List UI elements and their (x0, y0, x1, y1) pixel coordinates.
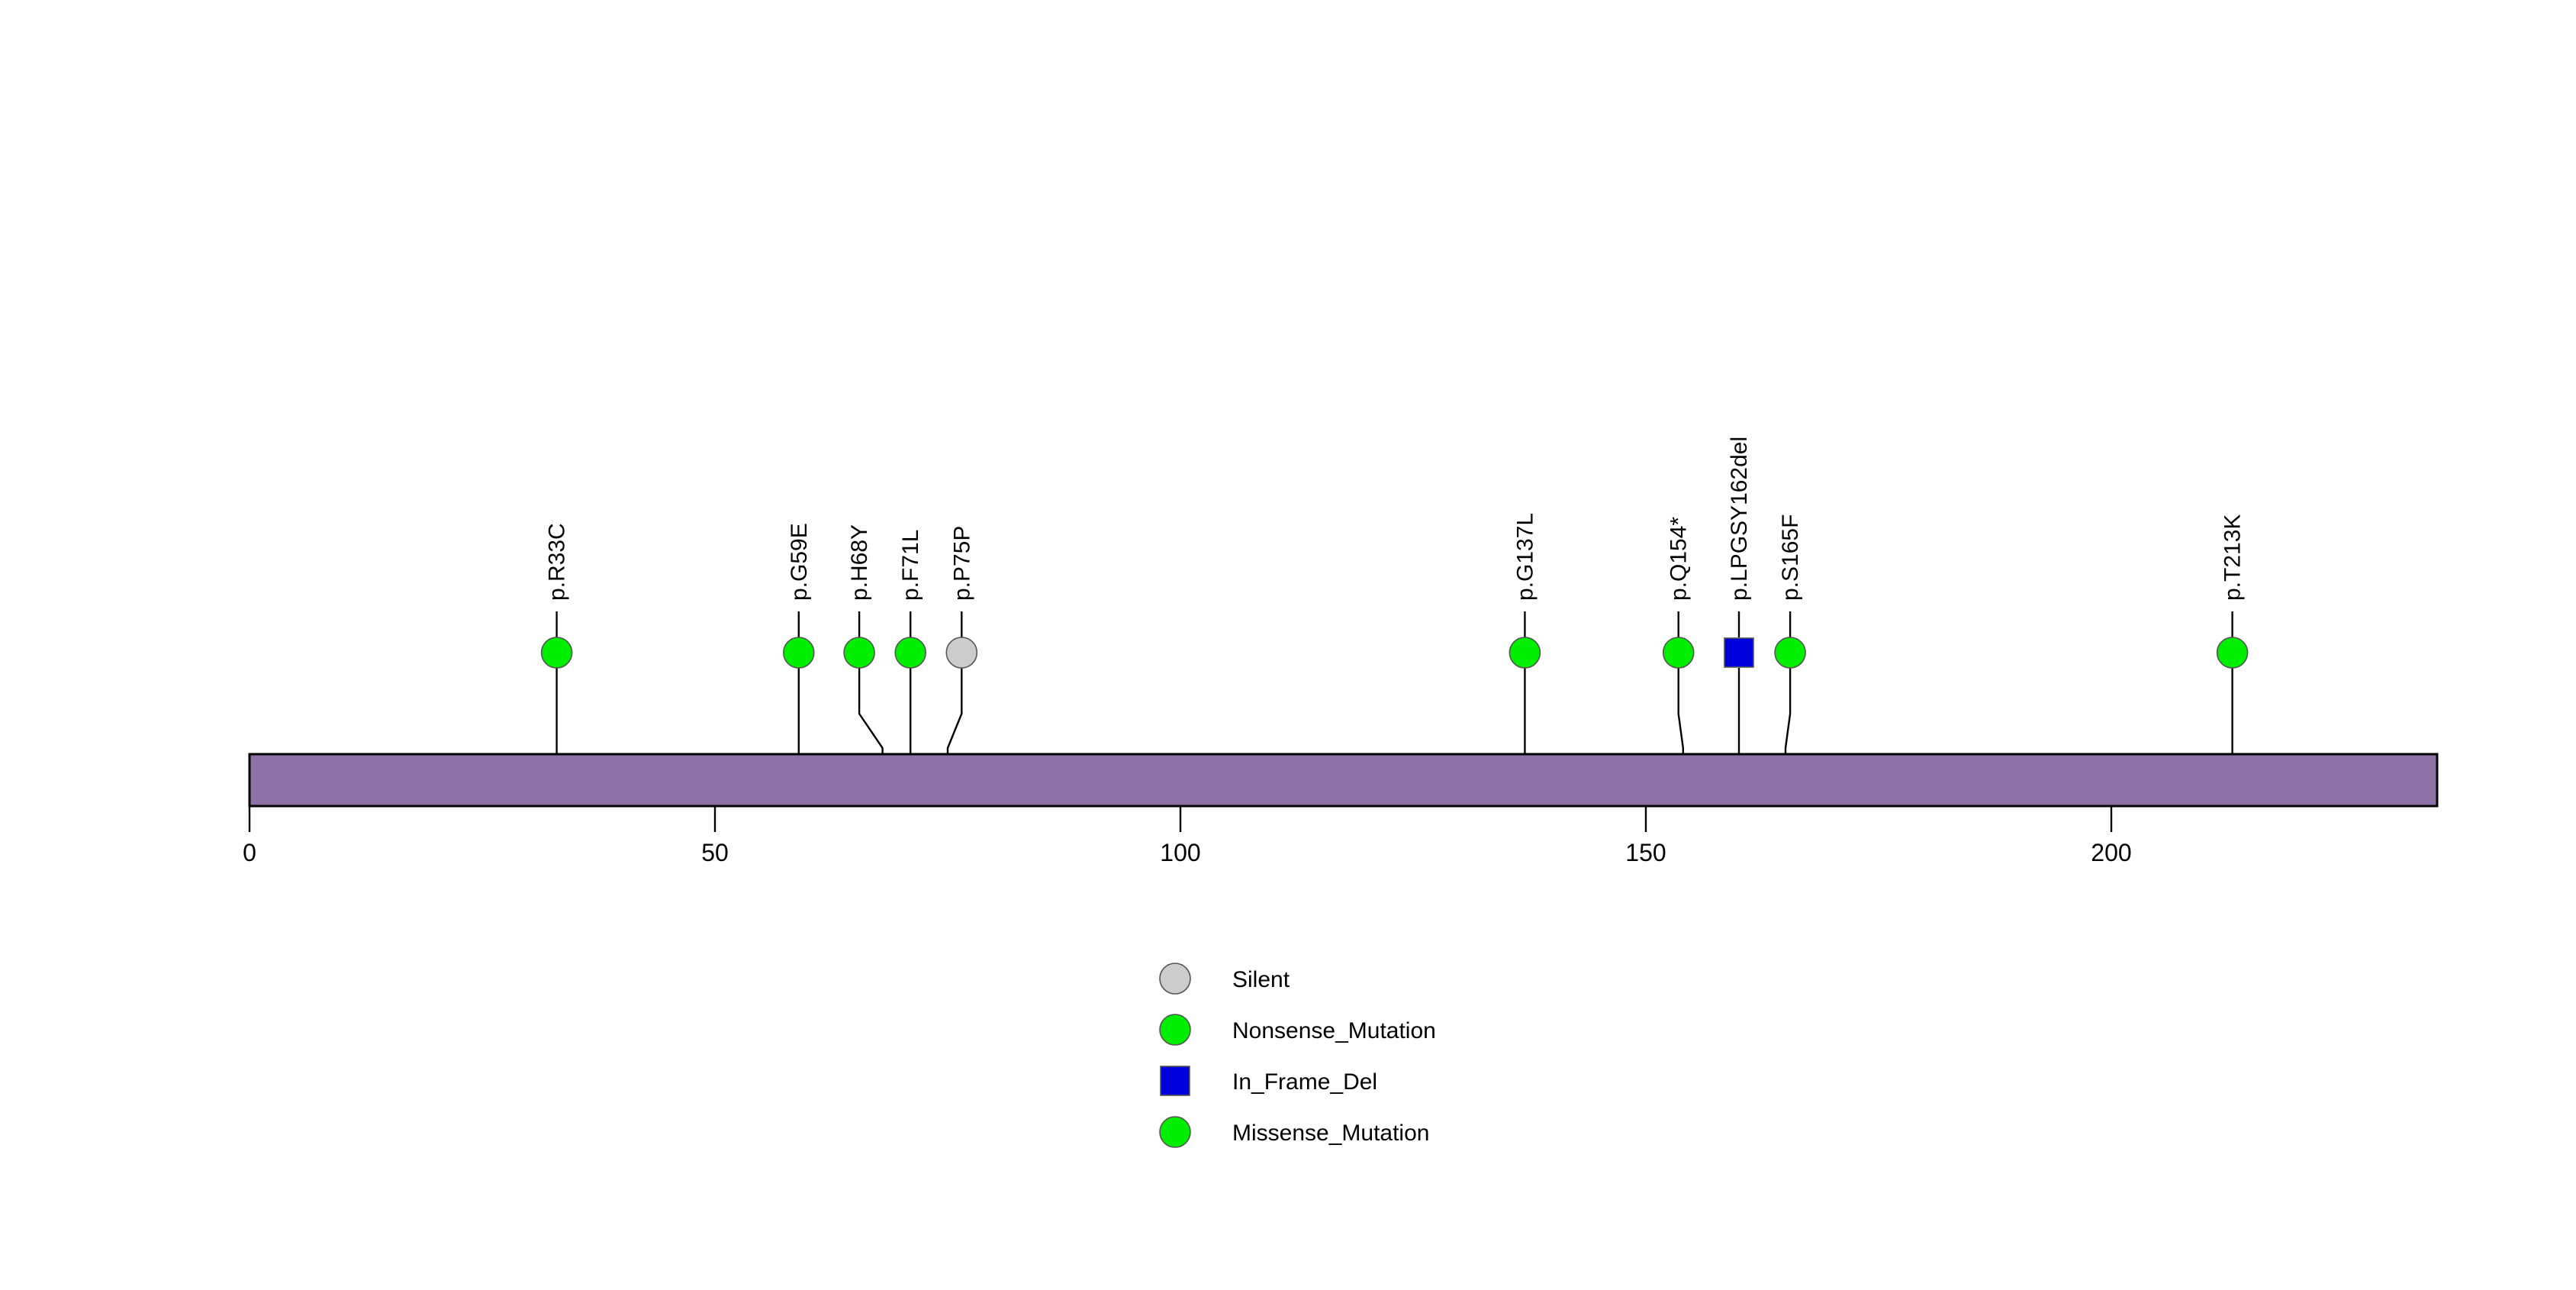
legend-group: SilentNonsense_MutationIn_Frame_DelMisse… (1159, 963, 1436, 1148)
mutation-label-pR33C: p.R33C (545, 523, 570, 601)
mutation-marker-pH68Y[interactable] (843, 637, 875, 669)
mutation-marker-pP75P[interactable] (945, 637, 978, 669)
mutation-marker-pLPGSY162del[interactable] (1724, 637, 1754, 668)
mutation-label-pT213K: p.T213K (2220, 514, 2246, 601)
legend-label-NonsenseMutation: Nonsense_Mutation (1232, 1018, 1436, 1043)
mutation-marker-pS165F[interactable] (1774, 637, 1806, 669)
protein-domain-bar-group (248, 753, 2439, 808)
mutation-marker-pG137L[interactable] (1509, 637, 1541, 669)
legend-label-Silent: Silent (1232, 967, 1290, 992)
axis-tick-label-0: 0 (243, 839, 256, 866)
mutation-marker-pT213K[interactable] (2216, 637, 2249, 669)
mutation-marker-pF71L[interactable] (894, 637, 926, 669)
mutation-label-pG137L: p.G137L (1512, 513, 1538, 601)
axis-tick-label-50: 50 (701, 839, 729, 866)
mutation-label-pH68Y: p.H68Y (847, 524, 872, 601)
mutation-marker-pG59E[interactable] (783, 637, 815, 669)
mutation-label-pLPGSY162del: p.LPGSY162del (1727, 437, 1752, 601)
protein-domain-bar (248, 753, 2439, 808)
mutation-marker-pQ154[interactable] (1662, 637, 1695, 669)
legend-swatch-MissenseMutation[interactable] (1159, 1116, 1191, 1148)
mutation-label-pG59E: p.G59E (787, 523, 812, 601)
axis-tick-label-150: 150 (1625, 839, 1666, 866)
legend-swatch-InFrameDel[interactable] (1160, 1066, 1190, 1096)
legend-label-InFrameDel: In_Frame_Del (1232, 1069, 1377, 1095)
axis-tick-label-100: 100 (1160, 839, 1200, 866)
mutation-label-pP75P: p.P75P (949, 526, 974, 601)
mutation-label-pS165F: p.S165F (1778, 514, 1803, 601)
mutation-labels-group: p.R33C p.G59E p.H68Y p.F71L p.P75P p.G137L p.Q… (545, 437, 2246, 601)
mutation-label-pQ154: p.Q154* (1666, 517, 1692, 601)
mutation-marker-pR33C[interactable] (540, 637, 573, 669)
legend-swatch-Silent[interactable] (1159, 963, 1191, 995)
legend-swatch-NonsenseMutation[interactable] (1159, 1014, 1191, 1046)
legend-label-MissenseMutation: Missense_Mutation (1232, 1121, 1429, 1146)
mutation-markers-group (540, 637, 2249, 669)
axis-tick-label-200: 200 (2091, 839, 2131, 866)
x-axis-group: 0 50 100 150 200 (243, 806, 2132, 866)
mutation-label-pF71L: p.F71L (898, 530, 923, 601)
